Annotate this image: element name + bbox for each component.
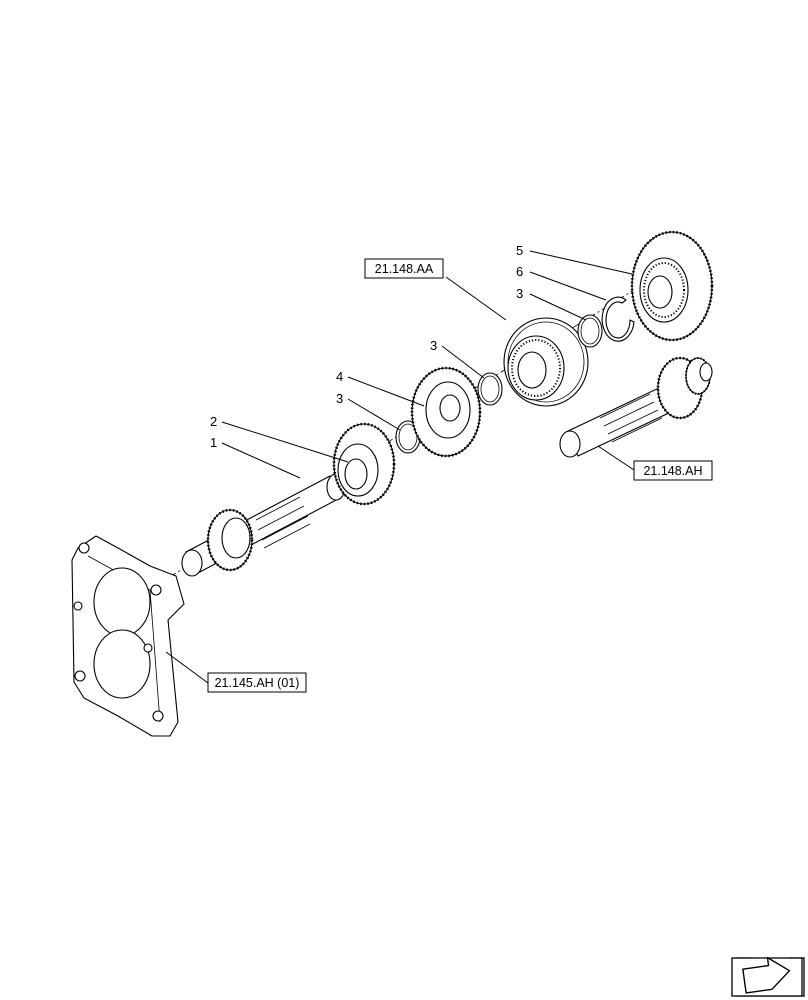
callout-numbers: 1 2 3 4 3 3 6 5 (210, 243, 523, 450)
reference-21-148-aa[interactable]: 21.148.AA (364, 258, 444, 279)
callout-4: 4 (336, 369, 343, 384)
callout-5: 5 (516, 243, 523, 258)
circlip-item-6 (601, 296, 635, 342)
folder-arrow-icon[interactable] (731, 955, 805, 997)
reference-21-148-ah[interactable]: 21.148.AH (633, 460, 713, 481)
gear-item-2 (332, 422, 396, 506)
callout-1: 1 (210, 435, 217, 450)
callout-3-upper: 3 (516, 286, 523, 301)
reference-21-145-ah-label: 21.145.AH (01) (215, 676, 300, 690)
snap-ring-item-3-upper (577, 314, 603, 348)
synchronizer-assembly (503, 317, 589, 407)
reference-21-145-ah[interactable]: 21.145.AH (01) (207, 672, 307, 693)
reference-21-148-ah-label: 21.148.AH (643, 464, 702, 478)
gear-item-5 (630, 230, 714, 342)
callout-2: 2 (210, 414, 217, 429)
gear-item-4 (410, 366, 482, 458)
callout-3-middle: 3 (430, 338, 437, 353)
housing-plate (71, 535, 185, 737)
reference-21-148-aa-label: 21.148.AA (375, 262, 434, 276)
callout-6: 6 (516, 264, 523, 279)
callout-3-lower: 3 (336, 391, 343, 406)
shaft-item-1 (181, 473, 346, 577)
leader-lines (165, 250, 635, 684)
output-shaft (559, 356, 713, 458)
snap-ring-item-3-middle (477, 372, 503, 406)
